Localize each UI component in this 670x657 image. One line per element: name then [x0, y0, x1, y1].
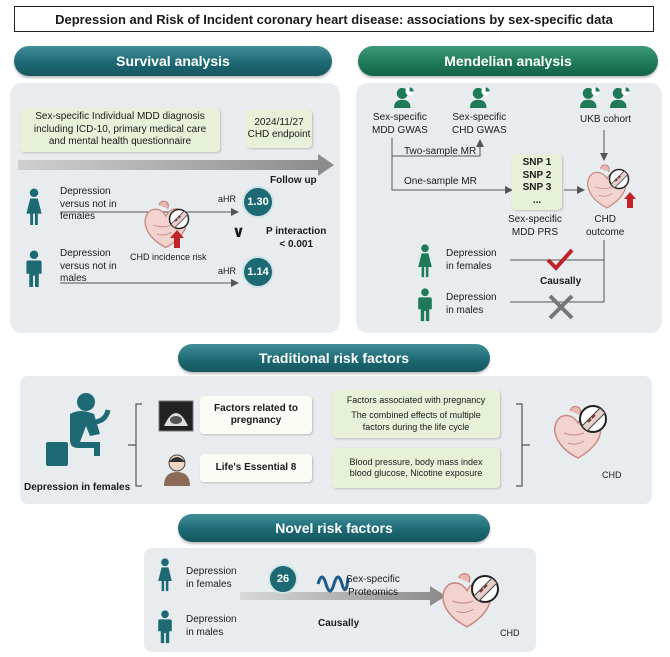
mr-dep-females-label: Depression in females	[446, 248, 497, 272]
depression-females-label: Depression in females	[24, 482, 131, 493]
check-icon	[546, 248, 574, 271]
protein-count: 26	[268, 564, 298, 594]
traditional-risk-factors-header: Traditional risk factors	[178, 344, 490, 372]
mdd-prs-label: Sex-specific MDD PRS	[508, 214, 562, 238]
one-sample-mr-label: One-sample MR	[404, 176, 477, 187]
greater-than-symbol: ∨	[232, 224, 245, 241]
life-essential-8-box: Life's Essential 8	[200, 454, 312, 482]
two-sample-mr-label: Two-sample MR	[404, 146, 477, 157]
snp-more: ...	[532, 194, 542, 206]
ultrasound-icon	[158, 400, 194, 432]
mdd-diagnosis-box: Sex-specific Individual MDD diagnosis in…	[20, 108, 220, 152]
trad-vessel-icon	[578, 404, 608, 434]
novel-chd-label: CHD	[500, 628, 520, 638]
depressed-person-icon	[46, 393, 111, 466]
snp-2: SNP 2	[522, 169, 552, 181]
cross-icon	[548, 294, 574, 320]
pregnancy-detail-a: Factors associated with pregnancy	[346, 395, 486, 406]
novel-arrow	[240, 586, 446, 606]
novel-dep-females-label: Depression in females	[186, 566, 237, 590]
follow-up-arrow	[18, 154, 334, 176]
mr-dep-males-label: Depression in males	[446, 292, 497, 316]
p-interaction-label: P interaction < 0.001	[266, 226, 327, 250]
follow-up-label: Follow up	[270, 175, 317, 186]
protein-icon	[316, 575, 350, 593]
snp-box: SNP 1 SNP 2 SNP 3 ...	[512, 154, 562, 210]
aHR-label-females: aHR	[218, 194, 237, 204]
novel-female-icon	[156, 558, 174, 592]
mdd-gwas-label: Sex-specific MDD GWAS	[372, 112, 428, 136]
trad-chd-label: CHD	[602, 470, 622, 480]
snp-3: SNP 3	[522, 182, 552, 193]
life-essential-detail-box: Blood pressure, body mass index blood gl…	[332, 448, 500, 488]
pregnancy-detail-box: Factors associated with pregnancy The co…	[332, 390, 500, 438]
novel-vessel-icon	[470, 574, 500, 604]
mr-causally-label: Causally	[540, 276, 582, 287]
females-label: Depression versus not in females	[60, 186, 117, 222]
mendelian-panel	[356, 83, 662, 333]
novel-risk-factors-header: Novel risk factors	[178, 514, 490, 542]
figure-title: Depression and Risk of Incident coronary…	[14, 6, 654, 32]
factor-pregnancy-box: Factors related to pregnancy	[200, 396, 312, 434]
chd-incidence-label: CHD incidence risk	[130, 252, 207, 262]
chd-endpoint-box: 2024/11/27 CHD endpoint	[246, 110, 312, 148]
aHR-value-females: 1.30	[242, 186, 274, 218]
chd-gwas-label: Sex-specific CHD GWAS	[452, 112, 507, 136]
novel-causally-label: Causally	[318, 618, 360, 629]
up-arrow-icon	[170, 230, 184, 248]
aHR-value-males: 1.14	[242, 256, 274, 288]
ukb-cohort-label: UKB cohort	[580, 114, 632, 125]
novel-male-icon	[156, 610, 174, 644]
chd-outcome-label: CHD outcome	[586, 214, 625, 238]
mr-up-arrow-icon	[624, 192, 636, 208]
novel-dep-males-label: Depression in males	[186, 614, 237, 638]
proteomics-label: Sex-specific Proteomics	[346, 574, 400, 598]
survival-analysis-header: Survival analysis	[14, 46, 332, 76]
aHR-label-males: aHR	[218, 266, 237, 276]
lifestyle-person-icon	[164, 454, 190, 486]
pregnancy-detail-b: The combined effects of multiple factors…	[351, 410, 481, 432]
mendelian-analysis-header: Mendelian analysis	[358, 46, 658, 76]
snp-1: SNP 1	[522, 157, 552, 168]
males-label: Depression versus not in males	[60, 248, 117, 284]
